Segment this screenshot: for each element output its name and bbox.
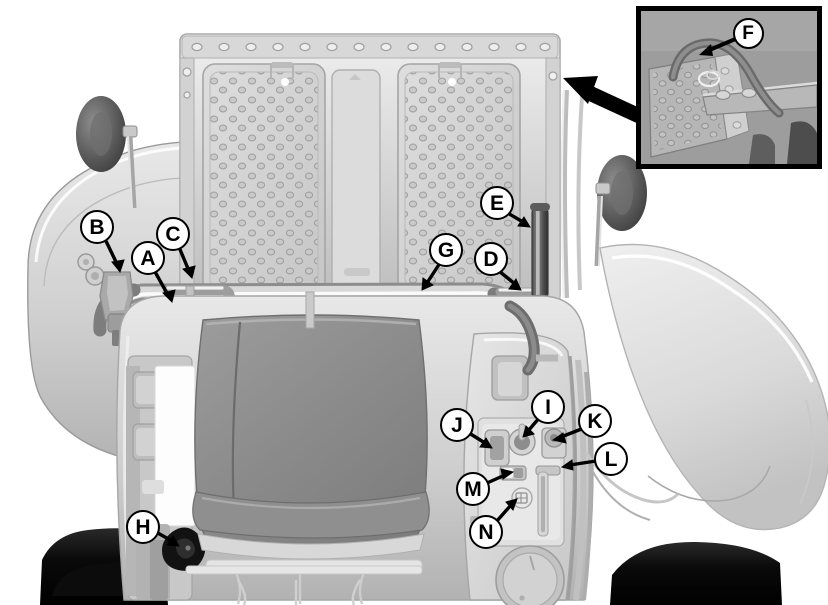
footplate-left: [202, 62, 326, 295]
footplate-right: [397, 62, 521, 295]
callout-A: A: [131, 241, 165, 275]
callout-label-D: D: [483, 247, 499, 271]
throttle-lever[interactable]: [535, 465, 561, 537]
callout-label-G: G: [437, 238, 455, 262]
operator-seat: [192, 314, 430, 605]
callout-N: N: [469, 515, 503, 549]
callout-G: G: [429, 233, 463, 267]
callout-label-K: K: [587, 409, 603, 433]
callout-label-A: A: [140, 246, 156, 270]
caster-wheel-left: [76, 96, 138, 209]
callout-E: E: [480, 186, 514, 220]
seat-post: [305, 291, 315, 329]
callout-F: F: [732, 17, 764, 49]
callout-label-L: L: [604, 447, 618, 471]
callout-K: K: [578, 404, 612, 438]
callout-label-I: I: [545, 395, 551, 419]
callout-label-F: F: [742, 22, 754, 44]
hour-meter-decal: [511, 487, 533, 509]
callout-B: B: [80, 210, 114, 244]
pto-switch[interactable]: [484, 429, 510, 467]
callout-label-M: M: [464, 477, 482, 501]
callout-C: C: [156, 217, 190, 251]
discharge-chute: [599, 243, 828, 531]
callout-L: L: [594, 442, 628, 476]
lift-rods: [561, 89, 584, 299]
callout-D: D: [474, 242, 508, 276]
callout-H: H: [126, 510, 160, 544]
fuel-cap: [495, 545, 565, 605]
callout-label-J: J: [451, 413, 463, 437]
callout-label-N: N: [478, 520, 494, 544]
inset-detail-illustration: [641, 11, 817, 164]
callout-label-B: B: [89, 215, 105, 239]
lower-frame: [185, 565, 423, 605]
drive-tire-right: [610, 541, 782, 605]
top-rail-holes: [191, 42, 551, 52]
callout-label-E: E: [489, 191, 504, 215]
choke-control[interactable]: [541, 427, 567, 459]
callout-J: J: [440, 408, 474, 442]
callout-label-C: C: [165, 222, 181, 246]
center-divider-panel: [331, 69, 381, 293]
callout-label-H: H: [135, 515, 151, 539]
inset-detail-panel: [636, 6, 822, 169]
callout-M: M: [456, 472, 490, 506]
callout-I: I: [531, 390, 565, 424]
caster-wheel-right: [594, 155, 647, 267]
